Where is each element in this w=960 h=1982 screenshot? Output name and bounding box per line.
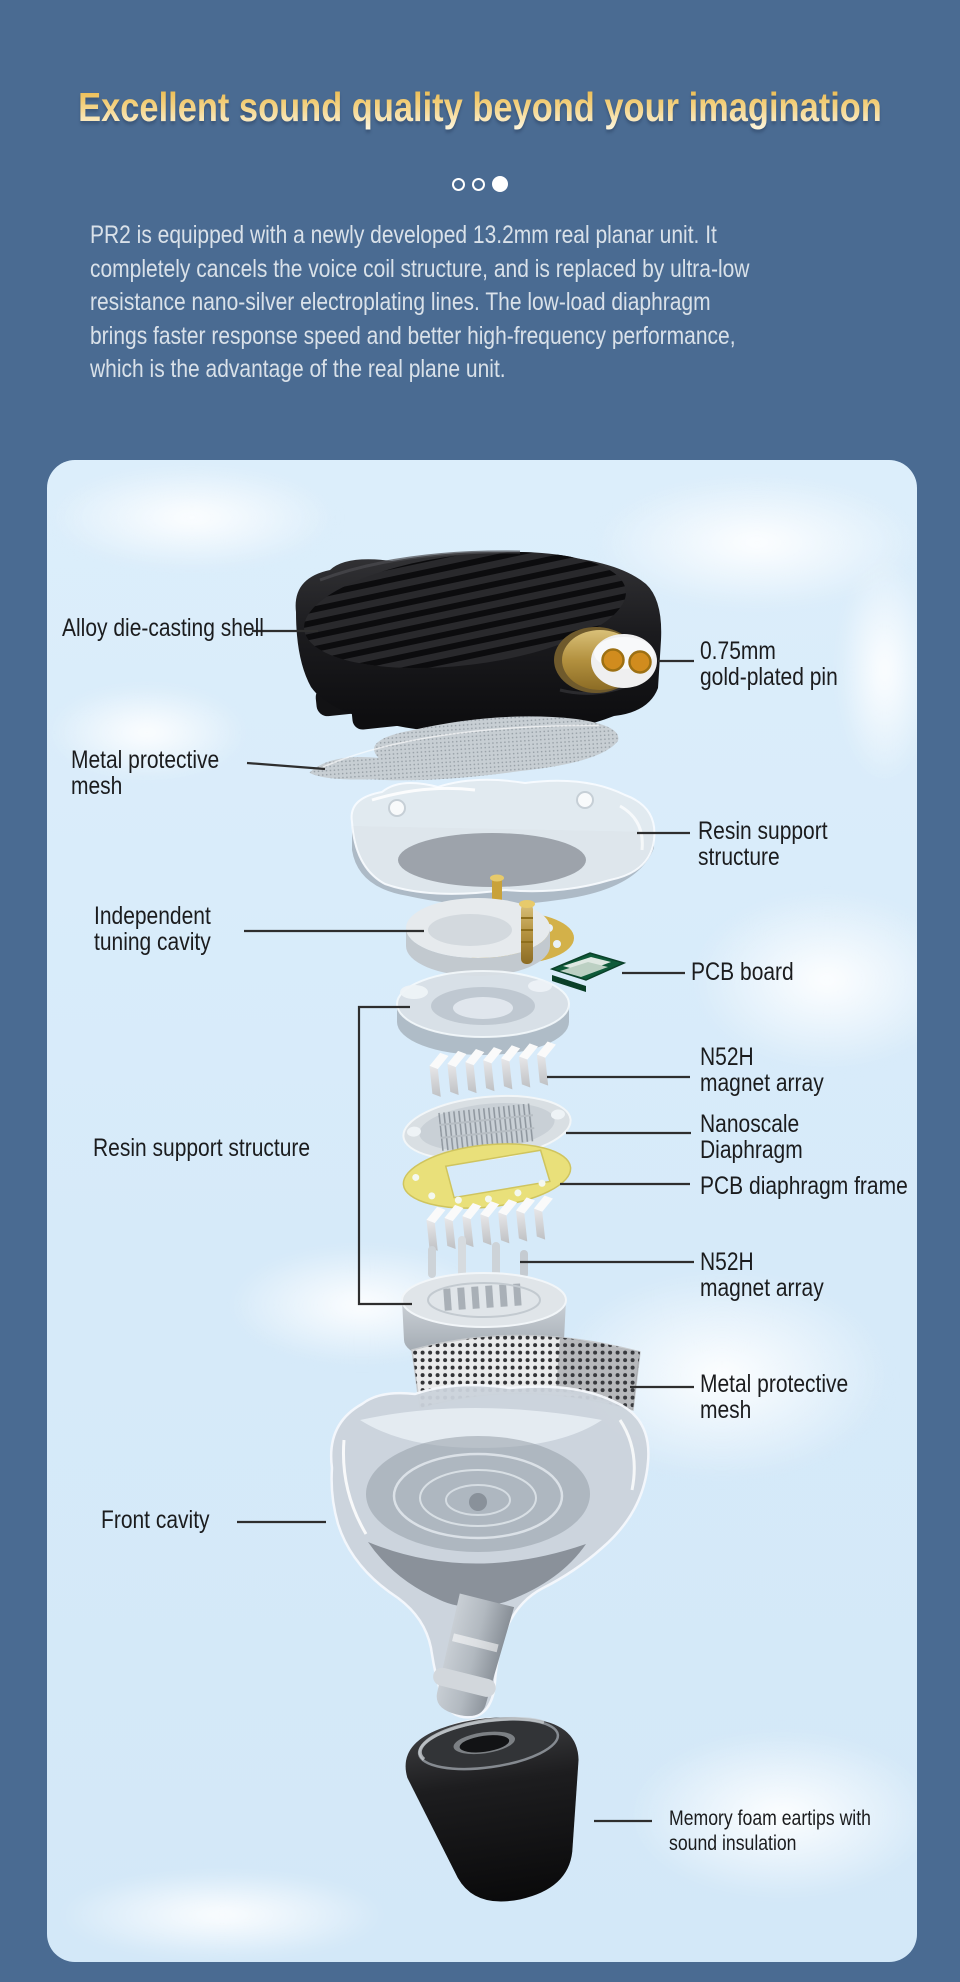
front-cavity	[329, 1383, 650, 1719]
n52h-magnet-array-bottom	[426, 1195, 553, 1251]
label-nanoscale-diaphragm: Nanoscale Diaphragm	[700, 1110, 803, 1164]
product-description: PR2 is equipped with a newly developed 1…	[90, 219, 749, 387]
label-resin-support-right: Resin support structure	[698, 817, 828, 871]
cloud-decoration	[47, 465, 337, 570]
metal-mesh-top	[309, 716, 619, 781]
independent-tuning-cavity	[406, 874, 574, 976]
description-line: completely cancels the voice coil struct…	[90, 254, 750, 283]
description-line: resistance nano-silver electroplating li…	[90, 288, 711, 316]
label-memory-foam-eartips: Memory foam eartips with sound insulatio…	[669, 1807, 871, 1855]
cloud-decoration	[57, 1870, 387, 1960]
label-metal-mesh-bottom: Metal protective mesh	[700, 1370, 849, 1424]
label-front-cavity: Front cavity	[101, 1506, 210, 1534]
label-gold-plated-pin: 0.75mm gold-plated pin	[700, 637, 838, 691]
label-alloy-die-casting-shell: Alloy die-casting shell	[62, 614, 264, 642]
page-title: Excellent sound quality beyond your imag…	[78, 84, 882, 130]
cloud-decoration	[47, 685, 247, 780]
carousel-dot-2[interactable]	[472, 177, 485, 191]
nanoscale-diaphragm	[402, 1094, 572, 1162]
gold-plated-pin-connector	[554, 627, 657, 693]
label-metal-mesh-top: Metal protective mesh	[71, 746, 220, 800]
carousel-dots	[0, 176, 960, 192]
cloud-decoration	[837, 555, 917, 785]
description-line: PR2 is equipped with a newly developed 1…	[90, 221, 717, 249]
leader-lines	[237, 629, 694, 1823]
description-line: which is the advantage of the real plane…	[90, 355, 506, 383]
carousel-dot-1[interactable]	[452, 177, 465, 191]
label-pcb-board: PCB board	[691, 958, 794, 986]
alloy-die-casting-shell	[295, 535, 662, 732]
resin-bracket-line	[357, 1005, 412, 1306]
cloud-decoration	[692, 890, 917, 1070]
n52h-magnet-array-top	[429, 1041, 556, 1097]
resin-support-disc	[396, 970, 570, 1055]
label-resin-support-left: Resin support structure	[93, 1134, 311, 1162]
cloud-decoration	[627, 1730, 917, 1900]
resin-support-structure-top	[350, 778, 656, 906]
pcb-diaphragm-frame	[402, 1143, 572, 1209]
label-n52h-magnet-array-bottom: N52H magnet array	[700, 1248, 824, 1302]
description-line: brings faster response speed and better …	[90, 321, 736, 350]
label-n52h-magnet-array-top: N52H magnet array	[700, 1043, 824, 1097]
carousel-dot-3-active[interactable]	[492, 176, 508, 192]
label-independent-tuning-cavity: Independent tuning cavity	[94, 902, 211, 956]
pcb-board	[549, 952, 627, 992]
memory-foam-eartip	[405, 1716, 579, 1902]
label-pcb-diaphragm-frame: PCB diaphragm frame	[700, 1172, 908, 1200]
